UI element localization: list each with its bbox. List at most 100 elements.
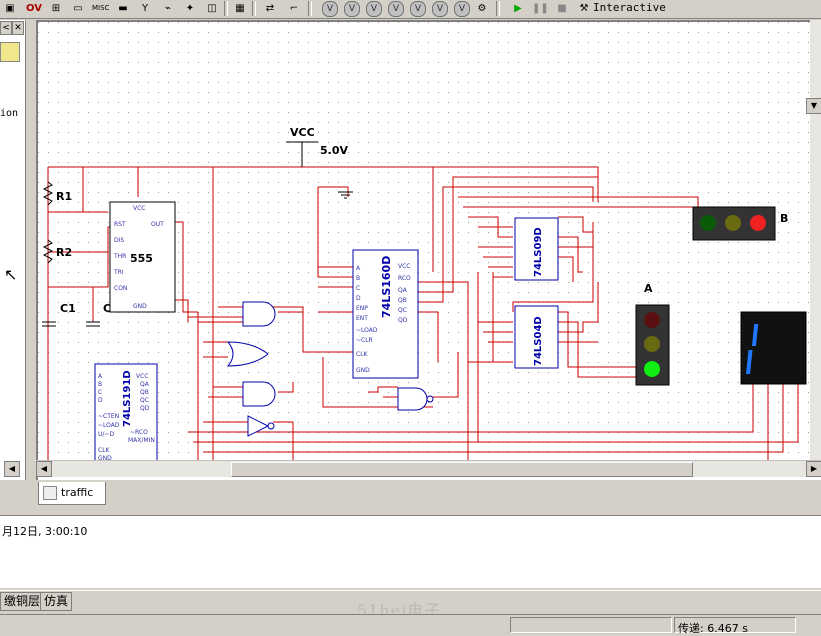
svg-text:D: D [98,397,103,404]
svg-text:OUT: OUT [151,221,164,228]
probe-v3-icon[interactable]: V [366,1,382,17]
svg-text:~RCO: ~RCO [130,429,148,436]
svg-text:QA: QA [398,287,408,294]
tab-traffic[interactable]: traffic [38,482,106,505]
scroll-right-icon[interactable]: ▶ [806,461,821,477]
svg-text:A: A [356,265,361,272]
inverter-74ls04d-chip[interactable]: 74LS04D [514,305,559,369]
timer-label: 555 [130,252,153,265]
scroll-thumb[interactable] [231,462,693,477]
capacitor-c1[interactable] [42,321,56,327]
svg-text:VCC: VCC [136,373,148,380]
wrench-icon[interactable]: ⚒ [579,3,589,14]
timer-555-chip[interactable]: 555 VCC RST DIS THR TRI CON GND OUT [109,201,176,313]
svg-text:~LOAD: ~LOAD [356,327,378,334]
svg-text:RST: RST [114,221,126,228]
play-icon[interactable]: ▶ [514,3,522,14]
status-field-empty [510,617,672,633]
bottom-tab-bar: 缴铜层 仿真 [0,590,821,611]
probe-v5-icon[interactable]: V [410,1,426,17]
stop-icon[interactable]: ■ [557,3,567,14]
tab-copper-layer[interactable]: 缴铜层 [0,592,45,611]
resistor-icon[interactable]: ▭ [73,3,83,14]
output-panel: 月12日, 3:00:10 [0,515,821,588]
monitor-icon[interactable]: ▬ [118,3,128,14]
vcc-value: 5.0V [320,144,348,157]
mouse-cursor-icon: ↖ [4,265,18,284]
svg-text:GND: GND [98,455,112,462]
scroll-left-button[interactable]: ◀ [4,461,20,477]
traffic-light-a[interactable] [635,304,670,386]
transfer-icon[interactable]: ⇄ [265,3,275,14]
svg-text:GND: GND [356,367,370,374]
collapse-button[interactable]: < [0,21,12,35]
resistor-r2[interactable] [42,239,54,264]
misc-icon[interactable]: MISC [92,4,110,12]
svg-text:B: B [98,381,102,388]
resistor-r1[interactable] [42,181,54,206]
pause-icon[interactable]: ❚❚ [532,3,549,14]
svg-text:QA: QA [140,381,150,388]
c1-label: C1 [60,302,76,315]
probe-v1-icon[interactable]: V [322,1,338,17]
or-gate-1[interactable] [226,341,269,367]
ov-icon[interactable]: OV [26,3,42,14]
svg-text:ENP: ENP [356,305,368,312]
schematic-canvas[interactable]: VCC 5.0V R1 R2 C1 C2 555 VCC RST DIS THR… [36,20,821,480]
scroll-down-icon[interactable]: ▼ [806,98,821,114]
svg-text:QB: QB [398,297,407,304]
and-74ls09d-chip[interactable]: 74LS09D [514,217,559,281]
panel-fragment-text: ion [0,108,19,119]
svg-text:~LOAD: ~LOAD [98,422,120,429]
signal-icon[interactable]: ⌐ [289,3,299,14]
memory-icon[interactable]: ⊞ [51,3,61,14]
toolbar: ▣ OV ⊞ ▭ MISC ▬ Y ⌁ ✦ ◫ ▦ ⇄ ⌐ V V V V V … [0,0,821,19]
dial-icon[interactable]: ◫ [207,3,217,14]
settings-gear-icon[interactable]: ⚙ [477,3,487,14]
not-gate-1[interactable] [247,415,275,437]
probe-v6-icon[interactable]: V [432,1,448,17]
star-icon[interactable]: ✦ [185,3,195,14]
design-toolbox-panel: < ✕ ion ↖ ◀ [0,20,26,480]
traffic-light-b[interactable] [692,206,776,241]
and-gate-1[interactable] [242,301,276,327]
capacitor-c2[interactable] [86,321,100,327]
instrument-icon[interactable]: ▣ [5,3,15,14]
svg-text:VCC: VCC [398,263,410,270]
svg-text:THR: THR [113,253,126,260]
tab-simulation[interactable]: 仿真 [40,592,73,611]
close-icon[interactable]: ✕ [12,21,24,35]
probe-v7-icon[interactable]: V [454,1,470,17]
svg-text:QB: QB [140,389,149,396]
r1-label: R1 [56,190,72,203]
chip-icon[interactable]: ▦ [235,3,245,14]
schematic-svg: VCC 5.0V R1 R2 C1 C2 555 VCC RST DIS THR… [38,22,821,465]
probe-v4-icon[interactable]: V [388,1,404,17]
counter-label: 74LS160D [380,256,393,318]
svg-text:~CLR: ~CLR [356,337,373,344]
splitter[interactable] [26,20,35,478]
svg-text:~CTEN: ~CTEN [98,413,119,420]
mode-label[interactable]: Interactive [593,1,666,14]
vertical-scrollbar[interactable]: ▼ [806,20,821,460]
probe-v2-icon[interactable]: V [344,1,360,17]
svg-text:RCO: RCO [398,275,411,282]
svg-text:B: B [356,275,360,282]
and-gate-2[interactable] [242,381,276,407]
seven-segment-display[interactable]: 1 [740,311,807,385]
svg-text:CON: CON [114,285,127,292]
antenna-icon[interactable]: Y [141,3,149,14]
schematic-icon [43,486,57,500]
updown-74ls191d-chip[interactable]: 74LS191D A B C D ~CTEN ~LOAD U/~D CLK GN… [94,363,158,465]
flash-icon[interactable]: ⌁ [164,3,172,14]
horizontal-scrollbar[interactable]: ◀ ▶ [36,460,821,477]
counter-74ls160d-chip[interactable]: 74LS160D A B C D ENP ENT ~LOAD ~CLR CLK … [352,249,419,379]
svg-text:ENT: ENT [356,315,368,322]
folder-icon[interactable] [0,42,20,62]
scroll-left-icon[interactable]: ◀ [36,461,52,477]
svg-text:GND: GND [133,303,147,310]
nand-gate-1[interactable] [397,387,434,411]
svg-text:MAX/MIN: MAX/MIN [128,437,155,444]
svg-text:TRI: TRI [113,269,124,276]
svg-text:A: A [98,373,103,380]
